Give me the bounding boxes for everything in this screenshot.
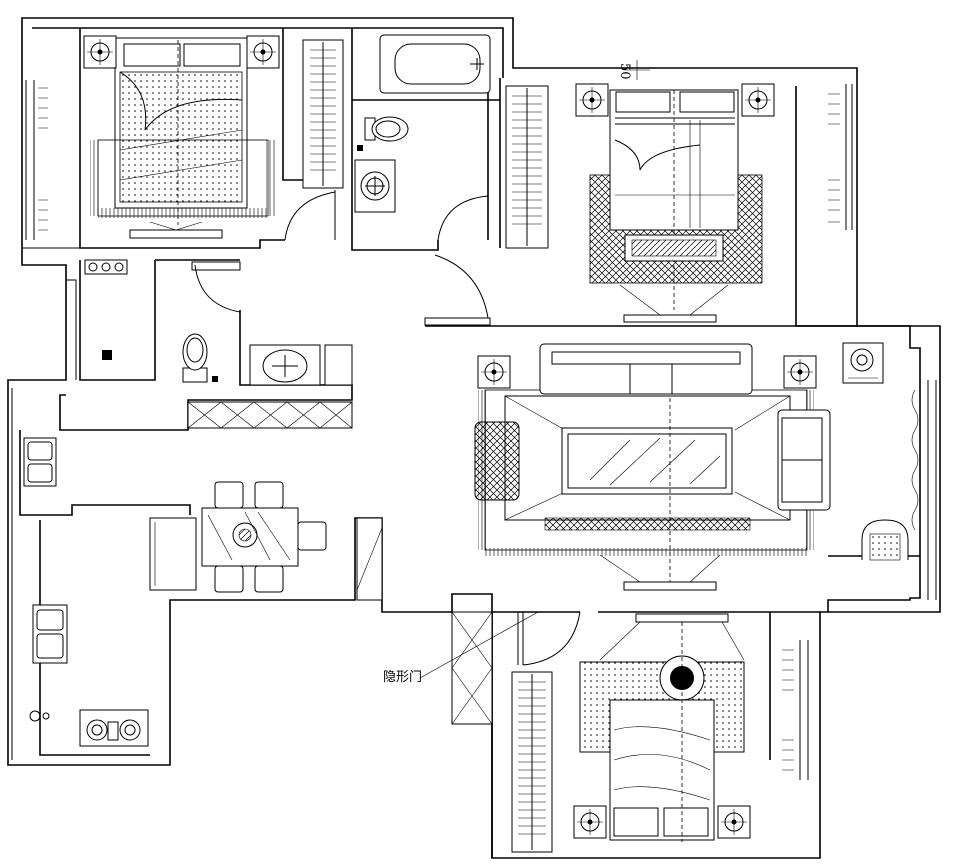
nightstand-lamp-right bbox=[717, 805, 751, 839]
second-bedroom: 50 bbox=[424, 60, 857, 327]
storage-cabinet bbox=[451, 611, 493, 725]
dining-chair[interactable] bbox=[214, 481, 327, 593]
dining-area bbox=[149, 481, 383, 601]
nightstand-lamp-left bbox=[83, 35, 117, 69]
hidden-door-label: 隐形门 bbox=[383, 670, 422, 685]
bedroom-window-bottom bbox=[782, 640, 809, 780]
wardrobe[interactable] bbox=[302, 39, 344, 189]
master-bedroom bbox=[25, 28, 344, 249]
toilet[interactable] bbox=[182, 333, 208, 383]
armchair[interactable] bbox=[474, 409, 831, 511]
third-bedroom: 隐形门 bbox=[383, 611, 820, 858]
door-swing bbox=[284, 190, 336, 241]
sofa[interactable] bbox=[504, 343, 791, 521]
double-bed[interactable] bbox=[114, 37, 248, 225]
double-bed[interactable] bbox=[609, 622, 715, 842]
washbasin[interactable] bbox=[354, 159, 396, 213]
shoe-cabinet bbox=[187, 401, 353, 429]
dining-table[interactable] bbox=[201, 507, 299, 567]
dimension-mark: 50 bbox=[617, 60, 650, 80]
side-table-lamp-left bbox=[477, 355, 511, 389]
speaker bbox=[842, 342, 884, 384]
toilet[interactable] bbox=[364, 116, 409, 142]
double-bed[interactable] bbox=[609, 89, 739, 310]
tv-cabinet bbox=[619, 284, 729, 323]
lounge-chair[interactable] bbox=[861, 519, 909, 561]
gas-stove[interactable] bbox=[79, 709, 149, 747]
living-room bbox=[425, 325, 937, 612]
bathtub[interactable] bbox=[379, 34, 491, 94]
nightstand-lamp-right bbox=[741, 83, 775, 117]
door-swing bbox=[191, 261, 241, 313]
tv-cabinet bbox=[129, 221, 223, 239]
side-table-lamp-right bbox=[783, 355, 817, 389]
kitchen-sink[interactable] bbox=[32, 604, 68, 664]
door-swing bbox=[424, 254, 491, 326]
hidden-door: 隐形门 bbox=[383, 611, 581, 685]
sideboard bbox=[149, 517, 197, 591]
bedroom-rug bbox=[90, 139, 276, 218]
second-bathroom bbox=[59, 259, 353, 431]
nightstand-lamp-right bbox=[246, 35, 280, 69]
wardrobe[interactable] bbox=[511, 671, 553, 853]
kitchen bbox=[11, 388, 191, 760]
coffee-table[interactable] bbox=[561, 427, 733, 495]
kitchen-sink[interactable] bbox=[23, 437, 57, 487]
bed-bench bbox=[624, 234, 724, 262]
master-bathroom bbox=[351, 28, 500, 251]
wardrobe[interactable] bbox=[505, 85, 549, 249]
tv-cabinet bbox=[599, 613, 745, 661]
tv-cabinet bbox=[599, 398, 721, 591]
door-swing bbox=[437, 194, 489, 241]
washbasin[interactable] bbox=[249, 344, 321, 386]
water-heater bbox=[84, 259, 128, 275]
nightstand-lamp-left bbox=[575, 83, 609, 117]
bedroom-window-right bbox=[828, 84, 853, 230]
bedroom-window-left bbox=[25, 80, 48, 240]
dimension-label: 50 bbox=[617, 63, 632, 80]
nightstand-lamp-left bbox=[573, 805, 607, 839]
